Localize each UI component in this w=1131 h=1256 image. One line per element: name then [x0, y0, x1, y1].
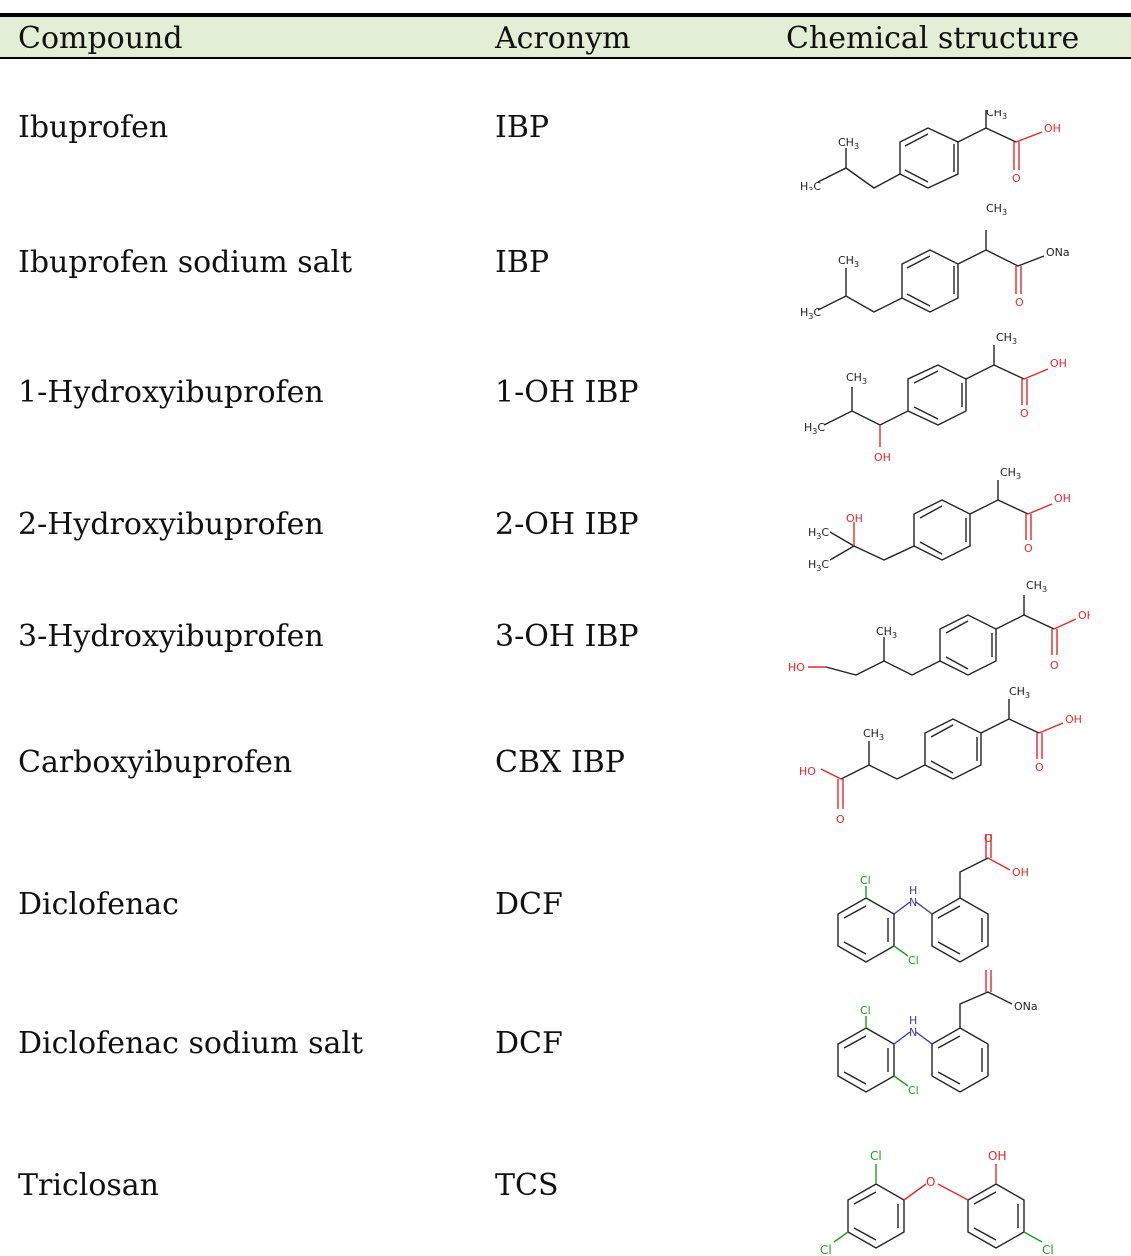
svg-text:CH3: CH3	[838, 136, 859, 151]
svg-text:OH: OH	[1054, 492, 1071, 505]
compound-acronym: CBX IBP	[495, 745, 625, 780]
svg-text:OH: OH	[1012, 866, 1029, 879]
header-chemical-structure: Chemical structure	[786, 21, 1080, 56]
svg-text:O: O	[1012, 172, 1021, 185]
svg-text:O: O	[984, 832, 993, 845]
svg-text:CH3: CH3	[1009, 685, 1030, 700]
svg-text:N: N	[909, 896, 917, 909]
svg-text:OH: OH	[1065, 713, 1082, 726]
compound-name: Diclofenac sodium salt	[18, 1026, 363, 1061]
svg-text:O: O	[836, 813, 845, 826]
compound-acronym: TCS	[495, 1168, 559, 1203]
svg-text:CH3: CH3	[986, 202, 1007, 217]
svg-text:O: O	[1050, 659, 1059, 672]
svg-text:OH: OH	[1050, 357, 1067, 370]
compound-acronym: DCF	[495, 1026, 563, 1061]
chemical-structure-diclofenac: Cl Cl H N O OH	[837, 832, 1029, 967]
svg-text:Cl: Cl	[908, 1084, 919, 1097]
chemical-structure-ibuprofen-sodium-salt: CH3 H3C CH3 ONa O	[800, 202, 1070, 320]
compound-name: Ibuprofen	[18, 110, 169, 145]
svg-text:CH3: CH3	[1000, 466, 1021, 481]
svg-text:H3C: H3C	[808, 526, 829, 541]
compound-name: Diclofenac	[18, 887, 179, 922]
svg-text:H3C: H3C	[800, 306, 821, 320]
svg-text:Cl: Cl	[1042, 1243, 1054, 1256]
chemical-structure-ibuprofen: CH3 H3C CH3 OH O	[800, 110, 1061, 190]
svg-text:O: O	[1015, 296, 1024, 309]
svg-text:CH3: CH3	[996, 331, 1017, 346]
chemical-structure-2-hydroxyibuprofen: OH H3C H3C CH3 OH O	[808, 466, 1071, 573]
compound-name: 3-Hydroxyibuprofen	[18, 619, 324, 654]
svg-text:ONa: ONa	[1014, 1000, 1038, 1013]
compound-name: 2-Hydroxyibuprofen	[18, 507, 324, 542]
svg-text:Cl: Cl	[870, 1149, 882, 1163]
svg-text:CH3: CH3	[1026, 579, 1047, 594]
chemical-structure-carboxyibuprofen: HO O CH3 CH3 OH O	[799, 685, 1082, 826]
svg-text:H: H	[909, 1014, 917, 1027]
compound-acronym: 3-OH IBP	[495, 619, 639, 654]
header-acronym: Acronym	[495, 21, 631, 56]
svg-text:Cl: Cl	[908, 954, 919, 967]
compound-acronym: 1-OH IBP	[495, 375, 639, 410]
svg-text:CH3: CH3	[876, 625, 897, 640]
svg-text:H3C: H3C	[800, 180, 821, 190]
svg-text:Cl: Cl	[820, 1243, 832, 1256]
svg-text:OH: OH	[874, 451, 891, 464]
compound-acronym: 2-OH IBP	[495, 507, 639, 542]
table-top-rule	[0, 13, 1131, 17]
svg-text:O: O	[926, 1175, 935, 1189]
svg-text:Cl: Cl	[860, 1004, 871, 1017]
svg-text:CH3: CH3	[863, 727, 884, 742]
compound-name: Ibuprofen sodium salt	[18, 245, 353, 280]
table-header: Compound Acronym Chemical structure	[0, 17, 1131, 57]
svg-text:N: N	[909, 1026, 917, 1039]
svg-text:H: H	[909, 884, 917, 897]
chemical-structure-diclofenac-sodium-salt: Cl Cl H N ONa	[837, 970, 1038, 1097]
chemical-structure-triclosan: Cl O OH Cl Cl	[820, 1149, 1054, 1256]
svg-text:O: O	[1035, 761, 1044, 774]
compound-acronym: DCF	[495, 887, 563, 922]
chemical-structure-3-hydroxyibuprofen: HO CH3 CH3 OH O	[788, 579, 1090, 676]
svg-text:Cl: Cl	[860, 874, 871, 887]
header-compound: Compound	[18, 21, 183, 56]
table-header-rule	[0, 57, 1131, 59]
svg-text:OH: OH	[846, 512, 863, 525]
svg-text:OH: OH	[988, 1149, 1006, 1163]
svg-text:O: O	[1024, 542, 1033, 555]
svg-text:CH3: CH3	[838, 254, 859, 269]
svg-text:OH: OH	[1044, 122, 1061, 135]
compound-acronym: IBP	[495, 245, 550, 280]
svg-text:ONa: ONa	[1046, 246, 1070, 259]
svg-text:CH3: CH3	[846, 371, 867, 386]
svg-text:H3C: H3C	[808, 558, 829, 573]
chemical-structure-1-hydroxyibuprofen: CH3 H3C OH CH3 OH O	[804, 331, 1067, 464]
svg-text:H3C: H3C	[804, 421, 825, 436]
compound-name: 1-Hydroxyibuprofen	[18, 375, 324, 410]
svg-text:HO: HO	[788, 661, 805, 674]
compound-acronym: IBP	[495, 110, 550, 145]
svg-text:HO: HO	[799, 765, 816, 778]
compound-name: Carboxyibuprofen	[18, 745, 293, 780]
svg-text:OH: OH	[1078, 609, 1090, 622]
compound-name: Triclosan	[18, 1168, 160, 1203]
svg-text:CH3: CH3	[986, 110, 1007, 121]
svg-text:O: O	[1020, 407, 1029, 420]
